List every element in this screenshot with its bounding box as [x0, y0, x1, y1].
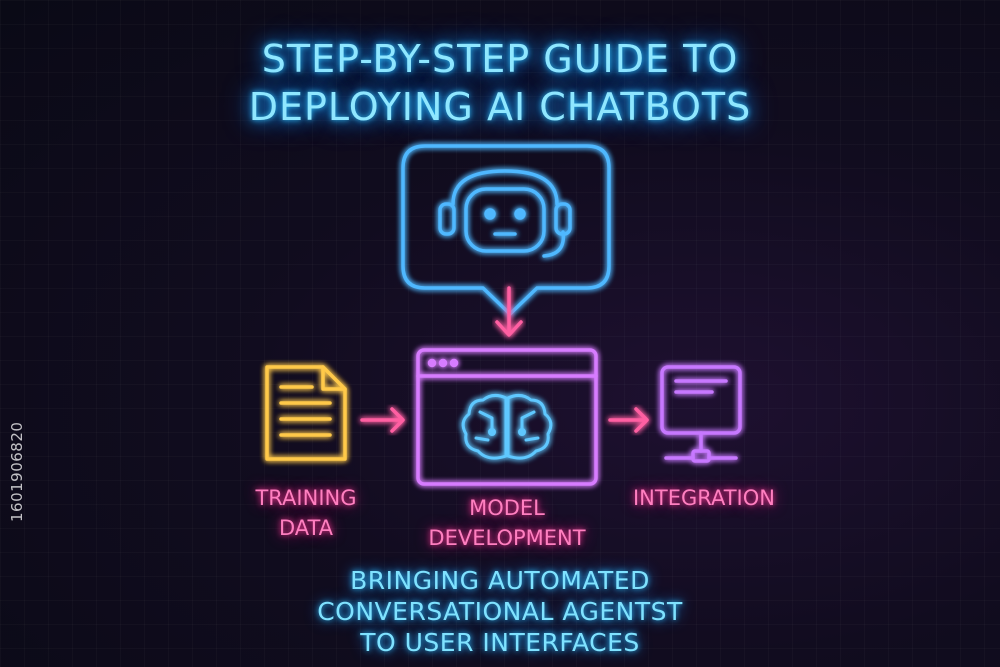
- brain-icon: [461, 393, 553, 460]
- subtitle-line-1: BRINGING AUTOMATED: [350, 566, 650, 595]
- robot-eye-right: [514, 208, 526, 220]
- step-label-line: MODEL: [469, 496, 545, 520]
- network-hub: [691, 449, 711, 463]
- document-outline: [265, 365, 347, 461]
- ear-cup-left: [438, 202, 456, 236]
- window-dot-2: [438, 358, 448, 368]
- subtitle-line-2: CONVERSATIONAL AGENTST: [317, 597, 683, 626]
- headset-mic: [542, 230, 566, 258]
- speech-bubble-outline: [401, 144, 611, 316]
- document-icon: [265, 365, 347, 461]
- robot-headset-speech-bubble-icon: [401, 144, 611, 316]
- step-label-line: DATA: [278, 516, 334, 540]
- step-label-line: INTEGRATION: [632, 486, 775, 510]
- step-label-line: DEVELOPMENT: [428, 526, 586, 550]
- brain-window-icon: [416, 348, 598, 486]
- arrow-right-icon: [360, 407, 405, 433]
- subtitle-line-3: TO USER INTERFACES: [360, 628, 640, 657]
- title-line-2: DEPLOYING AI CHATBOTS: [248, 85, 752, 129]
- monitor-screen: [660, 365, 742, 435]
- robot-face: [464, 187, 546, 253]
- ear-cup-right: [554, 202, 572, 236]
- document-fold: [321, 365, 347, 391]
- window-frame: [416, 348, 598, 486]
- step-label-model-development: MODEL DEVELOPMENT: [397, 493, 617, 553]
- arrow-right-icon: [608, 407, 649, 433]
- arrow-down-icon: [495, 286, 523, 337]
- title-line-1: STEP-BY-STEP GUIDE TO: [261, 37, 739, 81]
- side-id-number: 1601906820: [8, 421, 26, 522]
- step-label-line: TRAINING: [255, 486, 357, 510]
- robot-eye-left: [484, 208, 496, 220]
- step-label-training-data: TRAINING DATA: [216, 483, 396, 543]
- window-dot-3: [449, 358, 459, 368]
- step-label-integration: INTEGRATION: [604, 483, 804, 513]
- window-dot-1: [427, 358, 437, 368]
- headset-band: [451, 169, 559, 206]
- monitor-network-icon: [660, 365, 742, 463]
